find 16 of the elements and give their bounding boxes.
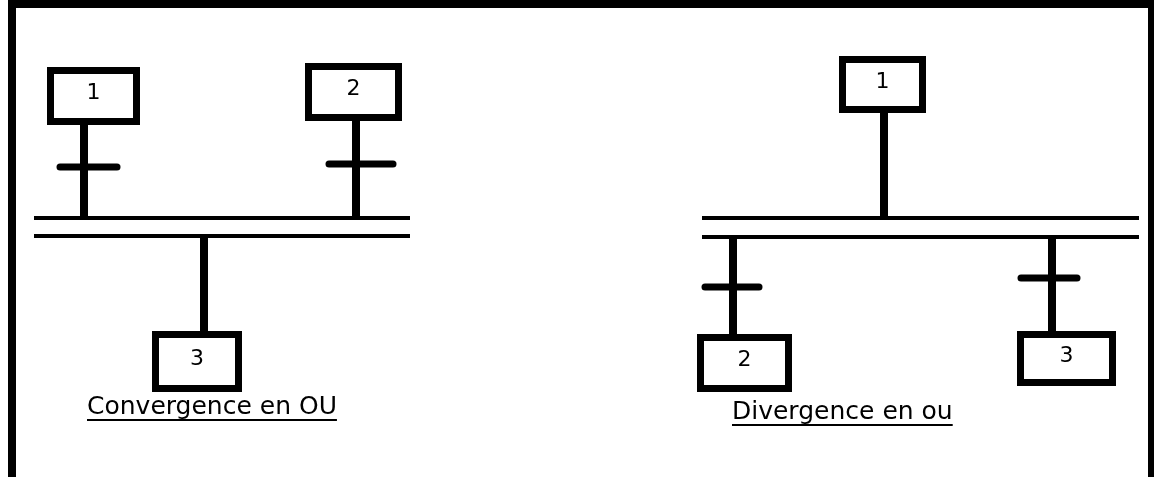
diagram-caption: Divergence en ou bbox=[732, 396, 953, 425]
step-box bbox=[839, 56, 926, 113]
step-number: 2 bbox=[346, 77, 361, 99]
double-bar bbox=[34, 216, 410, 238]
step-box bbox=[697, 334, 792, 392]
step-box bbox=[47, 67, 140, 125]
step-number: 1 bbox=[875, 69, 890, 92]
step-number: 3 bbox=[190, 346, 204, 369]
step-number: 2 bbox=[737, 348, 752, 370]
step-box bbox=[305, 63, 402, 121]
diagram-caption: Convergence en OU bbox=[87, 391, 337, 420]
step-box bbox=[1017, 331, 1116, 386]
step-number: 3 bbox=[1059, 343, 1074, 366]
double-bar bbox=[702, 216, 1139, 239]
step-number: 1 bbox=[86, 81, 101, 103]
step-box bbox=[152, 331, 242, 392]
